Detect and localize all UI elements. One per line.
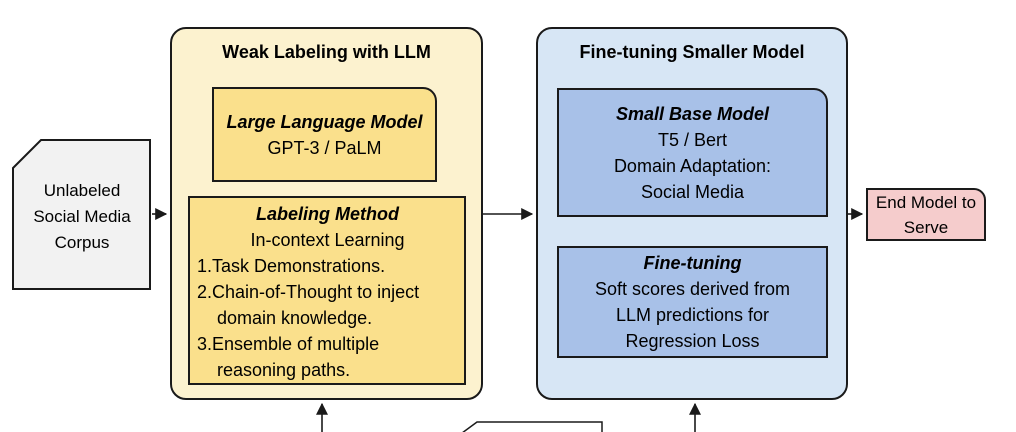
labeling-method-subtitle: In-context Learning [250,230,405,250]
fine-tuning-card: Fine-tuning Soft scores derived from LLM… [557,246,828,358]
small-base-model-card: Small Base Model T5 / Bert Domain Adapta… [557,88,828,217]
llm-card-title: Large Language Model [226,111,423,132]
end-model-card: End Model to Serve [866,188,986,241]
unlabeled-corpus-label: Unlabeled Social Media Corpus [33,181,131,252]
labeling-method-card: Labeling Method In-context Learning 1.Ta… [188,196,466,385]
labeling-method-item: 2.Chain-of-Thought to inject [197,282,420,302]
small-base-model-line: Social Media [640,181,745,202]
small-base-model-title: Small Base Model [615,103,770,124]
labeling-method-item-continuation: domain knowledge. [217,308,373,328]
labeling-method-item-continuation: reasoning paths. [217,360,351,380]
labeling-method-title: Labeling Method [256,204,399,224]
llm-card-subtitle: GPT-3 / PaLM [267,137,382,158]
unlabeled-corpus-shape [12,139,151,290]
weak-labeling-title: Weak Labeling with LLM [222,42,431,62]
fine-tuning-card-line: LLM predictions for [615,305,770,325]
fine-tuning-card-title: Fine-tuning [643,253,742,273]
fine-tuning-card-line: Soft scores derived from [594,279,791,299]
labeling-method-item: 1.Task Demonstrations. [197,256,386,276]
small-base-model-line: Domain Adaptation: [613,155,772,176]
large-language-model-card: Large Language Model GPT-3 / PaLM [212,87,437,182]
fine-tuning-container-title: Fine-tuning Smaller Model [579,42,805,62]
fine-tuning-card-line: Regression Loss [625,331,760,351]
labeling-method-item: 3.Ensemble of multiple [197,334,380,354]
bottom-document-shape [462,421,603,432]
small-base-model-line: T5 / Bert [657,129,728,150]
